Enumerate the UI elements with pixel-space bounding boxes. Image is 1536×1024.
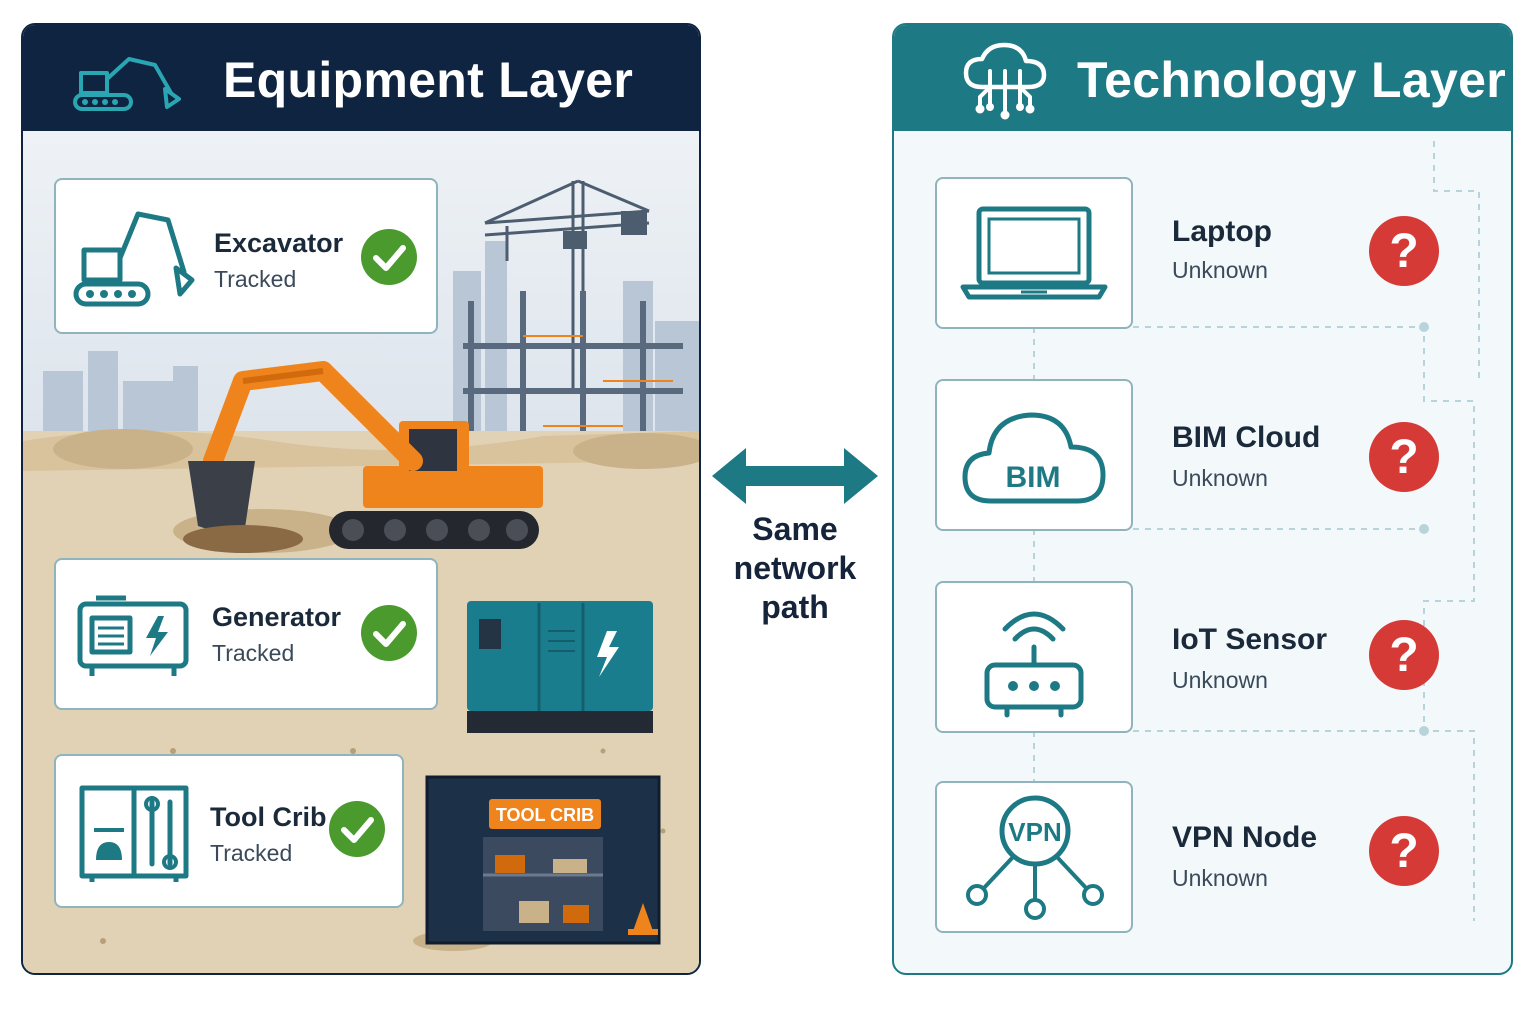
technology-card-bim-cloud[interactable]: BIM xyxy=(935,379,1133,531)
vpn-network-icon: VPN xyxy=(966,795,1104,920)
technology-name: VPN Node xyxy=(1172,821,1318,854)
check-icon xyxy=(361,229,417,285)
equipment-layer-title: Equipment Layer xyxy=(223,52,634,108)
technology-status: Unknown xyxy=(1172,465,1268,491)
vpn-icon-label: VPN xyxy=(1008,817,1061,847)
connector-label-line: Same xyxy=(752,511,838,547)
generator-icon xyxy=(77,595,189,676)
excavator-illustration xyxy=(183,361,543,553)
technology-name: IoT Sensor xyxy=(1172,623,1328,656)
equipment-status: Tracked xyxy=(214,266,297,292)
excavator-icon xyxy=(73,211,195,307)
tool-crib-sign: TOOL CRIB xyxy=(496,805,594,825)
technology-status: Unknown xyxy=(1172,667,1268,693)
question-icon: ? xyxy=(1369,816,1439,886)
check-icon xyxy=(329,801,385,857)
connector-label-line: network xyxy=(733,550,857,586)
technology-name: BIM Cloud xyxy=(1172,421,1321,454)
equipment-name: Tool Crib xyxy=(210,802,327,832)
equipment-layer-header: Equipment Layer xyxy=(23,25,699,131)
technology-card-iot-sensor[interactable] xyxy=(935,581,1133,733)
technology-card-laptop[interactable] xyxy=(935,177,1133,329)
router-icon xyxy=(984,611,1084,718)
technology-name: Laptop xyxy=(1172,215,1272,248)
question-icon: ? xyxy=(1369,620,1439,690)
equipment-layer-panel: Equipment Layer xyxy=(21,23,701,975)
tool-crib-icon xyxy=(79,785,189,882)
circuit-lines xyxy=(1033,141,1480,921)
connector-label-line: path xyxy=(761,589,829,625)
cloud-icon-label: BIM xyxy=(1006,461,1061,494)
cloud-icon: BIM xyxy=(962,412,1106,504)
equipment-status: Tracked xyxy=(210,840,293,866)
generator-illustration xyxy=(467,601,653,733)
technology-layer-title: Technology Layer xyxy=(1077,52,1506,108)
technology-card-vpn-node[interactable]: VPN xyxy=(935,781,1133,933)
equipment-card-generator[interactable]: Generator Tracked xyxy=(54,558,438,710)
cloud-network-icon xyxy=(963,42,1047,120)
technology-status: Unknown xyxy=(1172,257,1268,283)
svg-text:?: ? xyxy=(1389,629,1418,682)
check-icon xyxy=(361,605,417,661)
equipment-status: Tracked xyxy=(212,640,295,666)
technology-layer-panel: Technology Layer Laptop Unknown ? xyxy=(892,23,1513,975)
laptop-icon xyxy=(960,206,1108,300)
equipment-name: Generator xyxy=(212,602,342,632)
excavator-icon xyxy=(73,57,181,111)
connector-label: Same network path xyxy=(725,510,865,627)
svg-text:?: ? xyxy=(1389,225,1418,278)
svg-text:?: ? xyxy=(1389,825,1418,878)
svg-text:?: ? xyxy=(1389,431,1418,484)
equipment-card-excavator[interactable]: Excavator Tracked xyxy=(54,178,438,334)
equipment-name: Excavator xyxy=(214,228,344,258)
double-arrow-icon xyxy=(712,448,878,504)
technology-status: Unknown xyxy=(1172,865,1268,891)
question-icon: ? xyxy=(1369,422,1439,492)
tool-crib-illustration: TOOL CRIB xyxy=(425,775,661,945)
question-icon: ? xyxy=(1369,216,1439,286)
equipment-card-tool-crib[interactable]: Tool Crib Tracked xyxy=(54,754,404,908)
technology-layer-header: Technology Layer xyxy=(894,25,1511,131)
